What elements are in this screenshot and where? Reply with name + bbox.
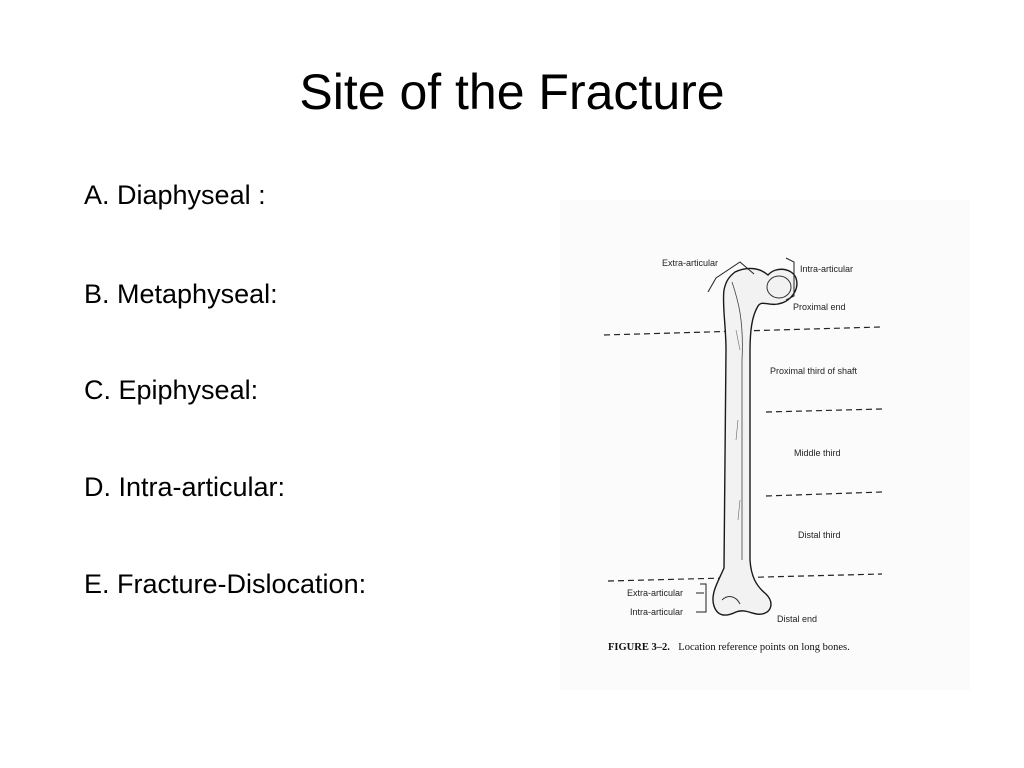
figure-caption: FIGURE 3–2. Location reference points on… [608, 637, 850, 654]
list-item-fracture-dislocation: E. Fracture-Dislocation: [84, 569, 367, 599]
list-item-diaphyseal: A. Diaphyseal : [84, 180, 266, 210]
label-extra-articular-top: Extra-articular [662, 258, 718, 268]
label-proximal-end: Proximal end [793, 302, 846, 312]
femur-illustration [712, 267, 798, 616]
label-proximal-third: Proximal third of shaft [770, 366, 858, 376]
list-item-intra-articular: D. Intra-articular: [84, 472, 286, 502]
femur-location-figure: Extra-articular Intra-articular Proximal… [560, 200, 970, 690]
figure-caption-number: FIGURE 3–2. [608, 642, 670, 653]
label-distal-third: Distal third [798, 530, 841, 540]
slide-title: Site of the Fracture [299, 64, 725, 120]
label-brackets [696, 257, 795, 613]
list-item-metaphyseal: B. Metaphyseal: [84, 279, 278, 309]
label-middle-third: Middle third [794, 448, 841, 458]
division-lines [603, 326, 883, 582]
label-extra-articular-bottom: Extra-articular [627, 588, 683, 598]
label-intra-articular-top: Intra-articular [800, 264, 853, 274]
list-item-epiphyseal: C. Epiphyseal: [84, 375, 259, 405]
label-distal-end: Distal end [777, 614, 817, 624]
label-intra-articular-bottom: Intra-articular [630, 607, 683, 617]
figure-caption-text: Location reference points on long bones. [678, 642, 849, 653]
